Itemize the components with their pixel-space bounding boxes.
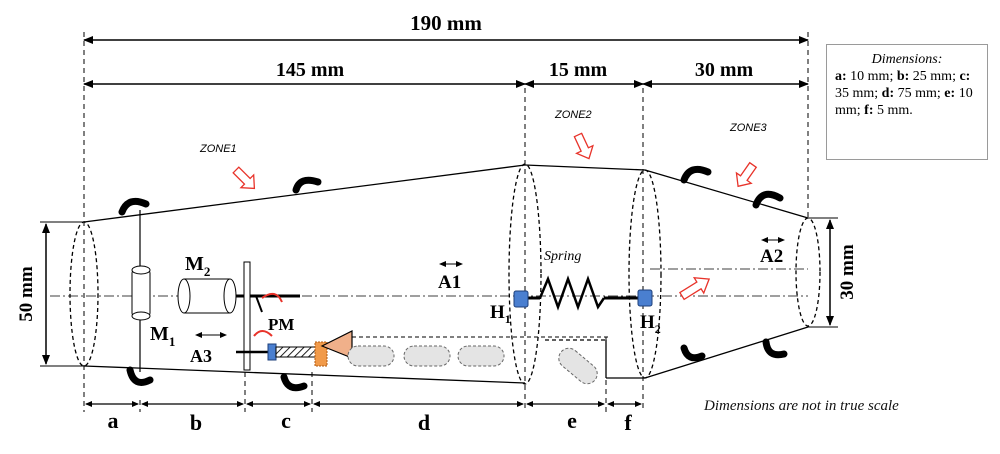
zone2-length-label: 15 mm xyxy=(549,59,608,81)
screw-connector xyxy=(267,343,277,361)
dim-d-label: d xyxy=(418,410,430,435)
dim-b-label: b xyxy=(190,410,202,435)
spring-coil xyxy=(538,275,606,311)
left-height-dimension: 50 mm xyxy=(16,221,84,367)
m2-component xyxy=(177,278,300,314)
gear-rotation-arrow-icon xyxy=(253,330,273,337)
pill-1 xyxy=(347,345,395,367)
right-height-label: 30 mm xyxy=(837,244,858,300)
pill-3 xyxy=(457,345,505,367)
leg-8 xyxy=(762,338,788,359)
zone1-red-arrow-icon xyxy=(232,166,256,190)
zone1-label: ZONE1 xyxy=(199,143,237,155)
leg-4 xyxy=(752,190,784,209)
a3-label: A3 xyxy=(190,346,212,366)
scale-note: Dimensions are not in true scale xyxy=(704,398,899,414)
screw-nut xyxy=(314,341,328,367)
zone3-red-arrow-icon xyxy=(735,161,758,188)
left-height-label: 50 mm xyxy=(16,266,37,322)
spring-assembly xyxy=(513,275,653,311)
a2-label: A2 xyxy=(760,246,783,267)
dim-f-label: f xyxy=(624,410,632,435)
bottom-dimensions: a b c d e f xyxy=(85,401,642,435)
m1-component xyxy=(131,210,151,372)
zone3-length-label: 30 mm xyxy=(695,59,754,81)
spring-label: Spring xyxy=(544,249,581,264)
outlet-red-arrow-icon xyxy=(678,277,711,301)
h1-label: H1 xyxy=(490,302,511,326)
m2-label: M2 xyxy=(185,253,210,279)
legend-title: Dimensions: xyxy=(871,52,943,67)
h2-connector xyxy=(637,289,653,307)
zone2-red-arrow-icon xyxy=(573,132,594,160)
top-dimensions: 190 mm 145 mm 15 mm 30 mm xyxy=(83,11,809,88)
sample-pills xyxy=(347,345,598,385)
plunger-cone xyxy=(320,330,353,359)
m1-label: M1 xyxy=(150,323,175,349)
h2-label: H2 xyxy=(640,312,661,336)
leg-1 xyxy=(118,197,150,216)
dim-a-label: a xyxy=(108,408,119,433)
right-height-dimension: 30 mm xyxy=(808,217,858,328)
pm-component xyxy=(243,261,283,371)
zone3-label: ZONE3 xyxy=(729,122,768,134)
legs xyxy=(118,165,788,392)
dimensions-legend: Dimensions: a: 10 mm; b: 25 mm; c: 35 mm… xyxy=(826,44,988,160)
pill-4 xyxy=(558,347,598,385)
leg-7 xyxy=(680,344,706,362)
pill-2 xyxy=(403,345,451,367)
leg-3 xyxy=(680,165,712,184)
lead-screw xyxy=(236,330,608,367)
dim-c-label: c xyxy=(281,408,291,433)
h1-connector xyxy=(513,290,529,308)
leg-5 xyxy=(126,366,154,386)
pm-rotation-arrow-icon xyxy=(261,292,283,303)
threaded-rod xyxy=(275,346,317,358)
dim-e-label: e xyxy=(567,408,577,433)
leg-6 xyxy=(280,373,308,392)
a1-label: A1 xyxy=(438,272,461,293)
zone2-label: ZONE2 xyxy=(554,109,592,121)
leg-2 xyxy=(292,176,322,194)
zone1-length-label: 145 mm xyxy=(276,59,345,81)
zone-arrows xyxy=(232,132,758,301)
total-length-label: 190 mm xyxy=(410,11,482,35)
pm-label: PM xyxy=(268,315,294,334)
